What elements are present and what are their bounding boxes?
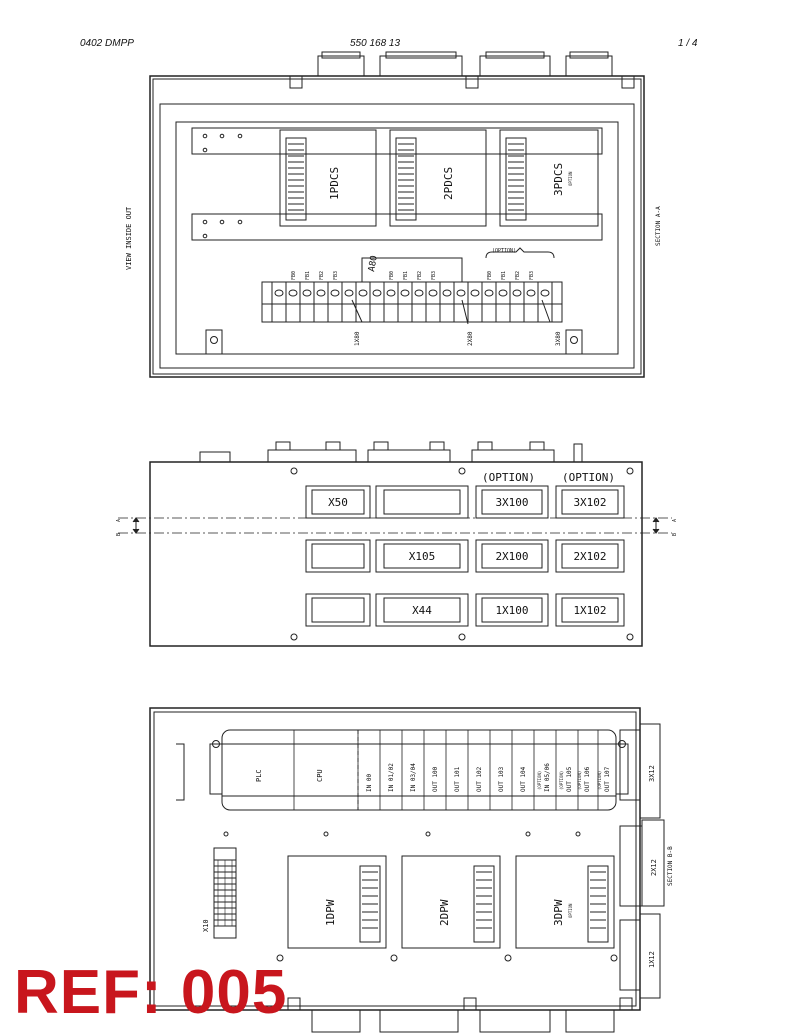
section-mark-left-a: A: [116, 519, 122, 522]
slot-option-note-1: (OPTION): [537, 771, 542, 790]
strip-2-fuse-0: FB0: [389, 271, 395, 280]
strip-2-fuse-2: FB2: [417, 271, 423, 280]
strip-1-fuse-2: FB2: [319, 271, 325, 280]
strip-3x80-label: 3X80: [555, 331, 562, 346]
slot-out-106: OUT 106: [584, 766, 591, 792]
top-module-1: [279, 129, 377, 227]
strip-1-fuse-0: FB0: [291, 271, 297, 280]
slot-out-102: OUT 102: [476, 766, 483, 792]
top-module-3: [499, 129, 599, 227]
connector-1x100: 1X100: [495, 604, 528, 617]
connector-x44: X44: [412, 604, 432, 617]
connector-2x12-label: 2X12: [650, 859, 658, 876]
strip-3-fuse-1: FB1: [501, 271, 507, 280]
strip-3-fuse-2: FB2: [515, 271, 521, 280]
connector-grid: X50 3X100 3X102 X105 2X100 2X102 X44 1X1…: [305, 485, 625, 627]
section-mark-right-b: B: [672, 533, 678, 536]
view-inside-out-label: VIEW INSIDE OUT: [125, 206, 133, 270]
strip-1-fuse-1: FB1: [305, 271, 311, 280]
strip-3-fuse-0: FB0: [487, 271, 493, 280]
slot-cpu: CPU: [316, 769, 324, 782]
section-mark-left-b: B: [116, 533, 122, 536]
slot-in-05-06: IN 05/06: [544, 763, 551, 792]
module-3pdcs-label: 3PDCS: [552, 163, 565, 196]
connector-1x12-label: 1X12: [648, 951, 656, 968]
option-label-1: (OPTION): [482, 471, 535, 484]
module-1dpw-label: 1DPW: [324, 899, 337, 926]
strip-2-fuse-1: FB1: [403, 271, 409, 280]
module-2pdcs-label: 2PDCS: [442, 167, 455, 200]
x10-label: X10: [202, 919, 210, 932]
page-number: 1 / 4: [678, 38, 698, 49]
slot-out-105: OUT 105: [566, 766, 573, 792]
connector-2x100: 2X100: [495, 550, 528, 563]
connector-3x12-label: 3X12: [648, 765, 656, 782]
slot-out-103: OUT 103: [498, 766, 505, 792]
section-b-b-label: SECTION B-B: [667, 846, 674, 886]
connector-3x102: 3X102: [573, 496, 606, 509]
slot-option-note-2: (OPTION): [559, 771, 564, 790]
slot-out-104: OUT 104: [520, 766, 527, 792]
middle-view: [118, 441, 672, 647]
strip-1-fuse-3: FB3: [333, 271, 339, 280]
strip-3-fuse-3: FB3: [529, 271, 535, 280]
drawing-code: 0402 DMPP: [80, 38, 134, 49]
connector-3x100: 3X100: [495, 496, 528, 509]
slot-in-00: IN 00: [366, 774, 373, 792]
slot-option-note-4: (OPTION): [597, 771, 602, 790]
strip-2x80-label: 2X80: [467, 331, 474, 346]
top-module-2: [389, 129, 487, 227]
connector-x105: X105: [409, 550, 436, 563]
a80-label: A80: [367, 255, 380, 273]
section-a-a-label: SECTION A-A: [655, 206, 662, 246]
option-bracket-label: (OPTION): [492, 248, 516, 254]
bottom-view: [149, 707, 665, 1033]
strip-2-fuse-3: FB3: [431, 271, 437, 280]
module-1pdcs-label: 1PDCS: [328, 167, 341, 200]
connector-2x102: 2X102: [573, 550, 606, 563]
slot-option-note-3: (OPTION): [577, 771, 582, 790]
option-label-2: (OPTION): [562, 471, 615, 484]
top-view: [149, 51, 645, 378]
module-3dpw-label: 3DPW: [552, 899, 565, 926]
connector-1x102: 1X102: [573, 604, 606, 617]
slot-in-01-02: IN 01/02: [388, 763, 395, 792]
connector-x50: X50: [328, 496, 348, 509]
slot-plc: PLC: [255, 769, 263, 782]
slot-out-101: OUT 101: [454, 766, 461, 792]
part-number: 550 168 13: [350, 38, 401, 49]
slot-in-03-04: IN 03/04: [410, 763, 417, 792]
ref-watermark: REF: 005: [14, 958, 288, 1027]
module-3dpw-option-note: OPTION: [568, 903, 573, 918]
strip-1x80-label: 1X80: [354, 331, 361, 346]
slot-out-100: OUT 100: [432, 766, 439, 792]
section-mark-right-a: A: [672, 519, 678, 522]
slot-out-107: OUT 107: [604, 766, 611, 792]
module-2dpw-label: 2DPW: [438, 899, 451, 926]
module-3pdcs-option-note: OPTION: [568, 171, 573, 186]
